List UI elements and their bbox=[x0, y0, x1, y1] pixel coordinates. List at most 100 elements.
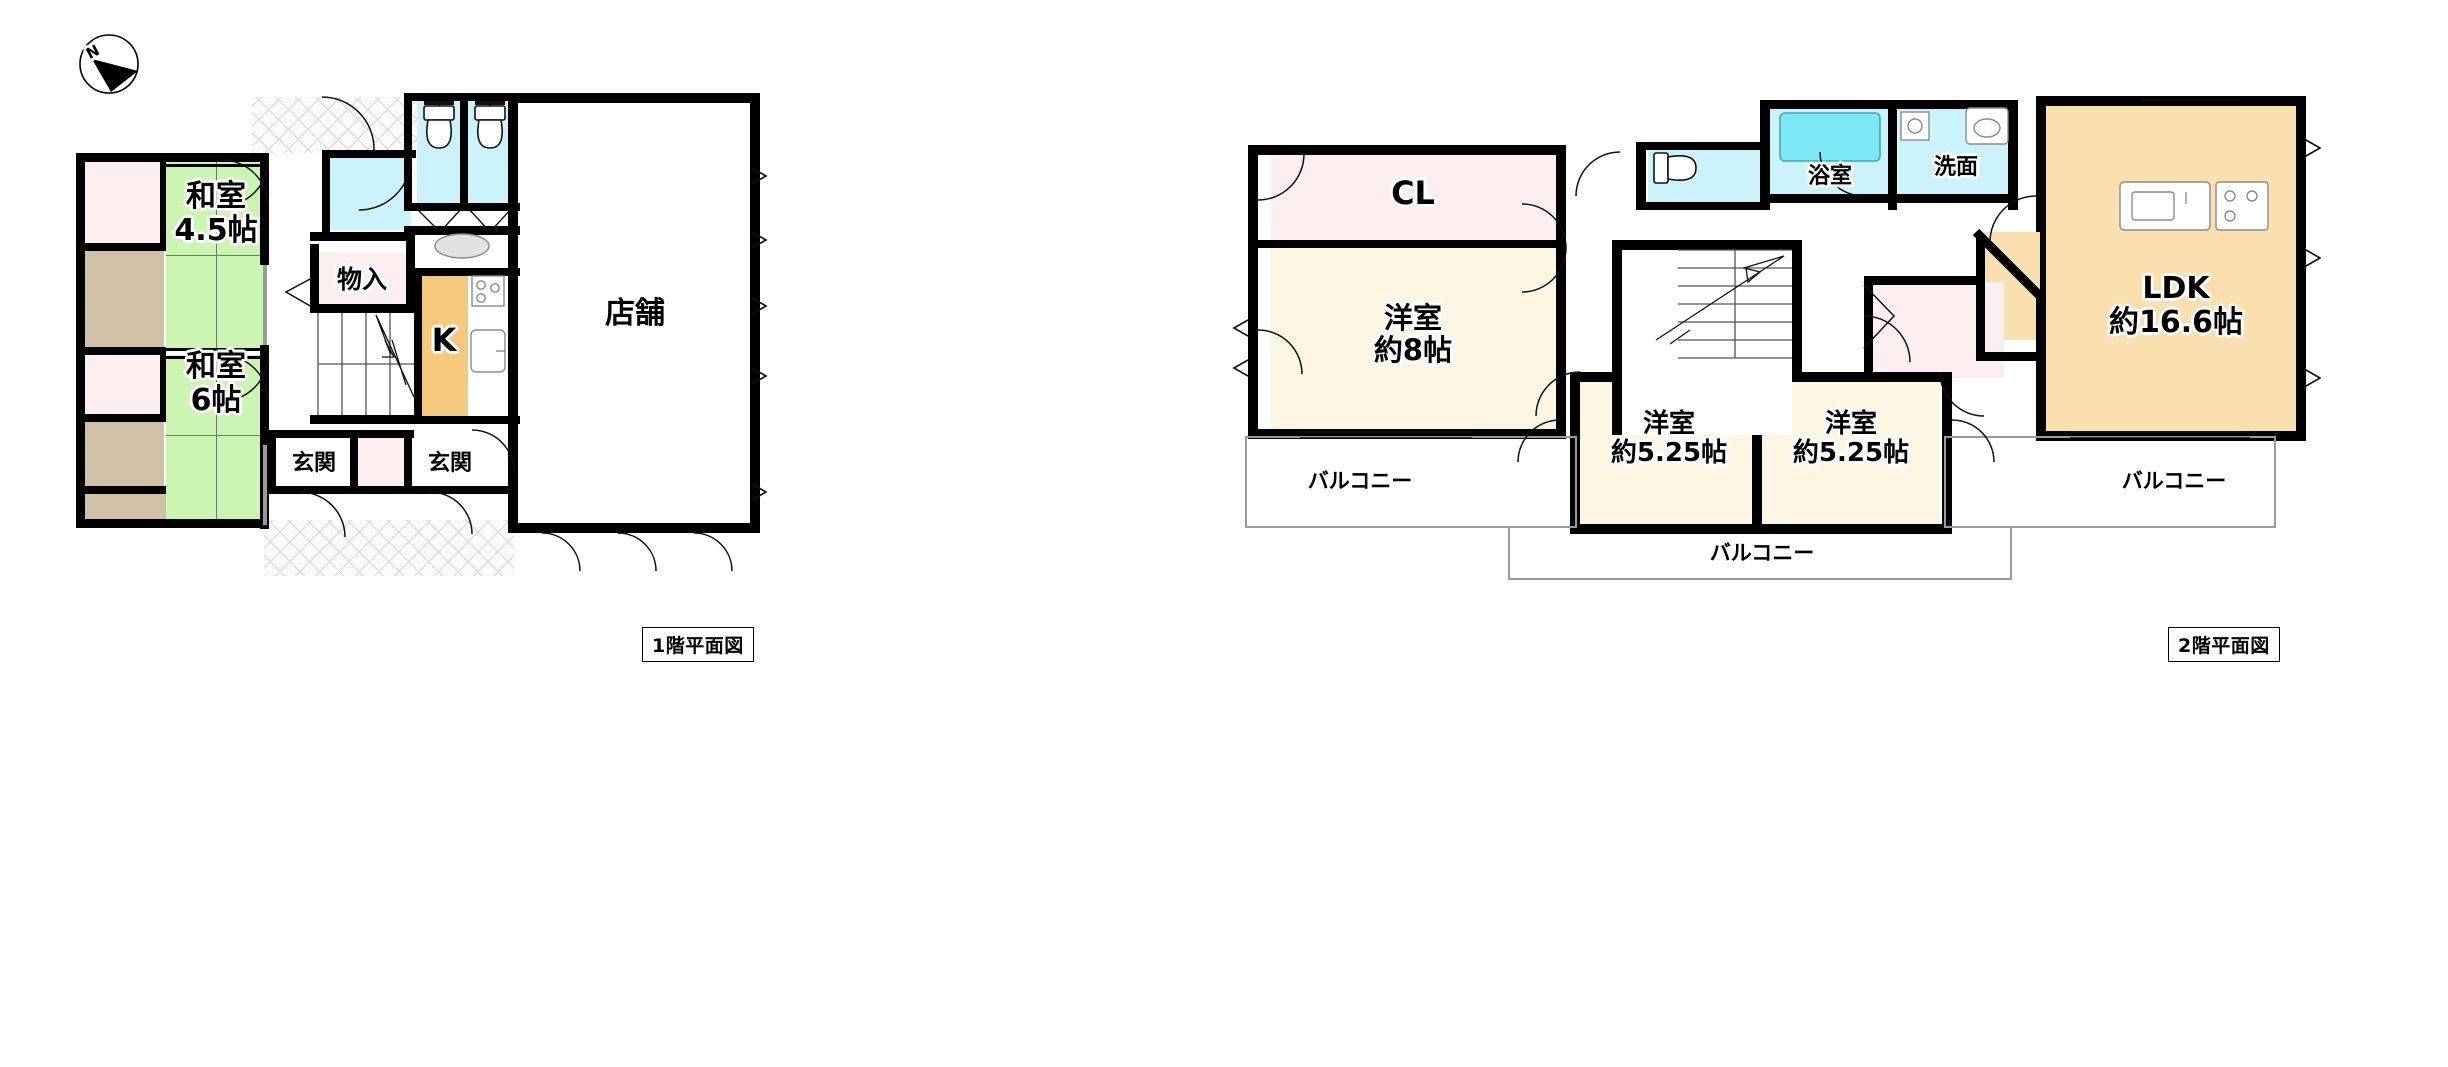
wall bbox=[1752, 372, 1762, 532]
wall bbox=[1888, 100, 1897, 210]
room-label-ldk: LDK 約16.6帖 bbox=[2108, 271, 2244, 340]
wall bbox=[1612, 287, 1676, 295]
wall bbox=[1636, 142, 1768, 150]
tatami-line bbox=[216, 255, 217, 350]
wall bbox=[1248, 145, 1258, 439]
room-monoire bbox=[318, 252, 406, 310]
tatami-line bbox=[216, 435, 217, 520]
shoji-rail bbox=[166, 153, 262, 157]
wall bbox=[1792, 240, 1802, 380]
room-label-genkan-1: 玄関 bbox=[291, 451, 336, 476]
room-label-washitsu-6: 和室 6帖 bbox=[186, 349, 246, 418]
balcony-outline bbox=[2274, 436, 2276, 528]
wall bbox=[76, 153, 85, 528]
wall bbox=[414, 268, 520, 276]
wall bbox=[404, 430, 412, 492]
wall bbox=[322, 150, 330, 234]
wall bbox=[322, 150, 416, 158]
balcony-center bbox=[1510, 528, 2010, 580]
tatami-strip-1 bbox=[84, 250, 164, 350]
wall bbox=[1258, 240, 1556, 248]
wall bbox=[310, 232, 414, 241]
wall bbox=[310, 304, 414, 313]
balcony-outline bbox=[1508, 578, 2012, 580]
wall bbox=[2036, 96, 2306, 106]
wall bbox=[460, 97, 468, 207]
floor2-plan: CL 洋室 約8帖 洋室 約5.25帖 洋室 約5.25帖 LDK 約16.6帖… bbox=[1232, 96, 2322, 662]
room-ldk bbox=[2046, 103, 2306, 433]
wall bbox=[1942, 372, 1952, 532]
wall bbox=[160, 160, 166, 245]
wall bbox=[508, 523, 760, 533]
wall bbox=[1248, 429, 1566, 439]
room-label-monoire: 物入 bbox=[336, 265, 387, 294]
toilet-area-2f bbox=[1648, 150, 1760, 202]
tatami-strip-2 bbox=[84, 420, 164, 490]
wall bbox=[414, 268, 422, 423]
genkan-pink-strip bbox=[358, 430, 406, 492]
balcony-outline bbox=[1245, 436, 1247, 528]
shoji-rail bbox=[166, 164, 262, 167]
wall bbox=[1612, 240, 1622, 435]
balcony-outline bbox=[1944, 436, 1946, 528]
wall bbox=[76, 519, 266, 528]
wall bbox=[260, 153, 269, 265]
closet-nw bbox=[84, 160, 164, 245]
tatami-line bbox=[216, 355, 217, 435]
floor1-caption: 1階平面図 bbox=[642, 627, 754, 662]
wall bbox=[508, 93, 760, 103]
closet-sw bbox=[84, 355, 164, 415]
room-label-balcony-center: バルコニー bbox=[1709, 541, 1815, 565]
wall bbox=[1612, 240, 1802, 250]
wall bbox=[2296, 96, 2306, 441]
compass-rose bbox=[78, 33, 140, 95]
wall bbox=[1760, 194, 2018, 203]
room-label-genkan-2: 玄関 bbox=[427, 451, 472, 476]
room-cl bbox=[1271, 152, 1556, 242]
room-label-yoshitsu-a: 洋室 約5.25帖 bbox=[1610, 409, 1728, 469]
wall bbox=[404, 203, 520, 211]
wall bbox=[268, 486, 518, 494]
fusuma-rail bbox=[166, 356, 262, 359]
wall bbox=[1248, 145, 1566, 155]
room-label-kitchen: K bbox=[431, 321, 457, 359]
room-label-yoshitsu-b: 洋室 約5.25帖 bbox=[1792, 409, 1910, 469]
wall bbox=[406, 232, 415, 316]
balcony-outline bbox=[1245, 526, 1577, 528]
wall bbox=[84, 347, 166, 355]
tatami-line bbox=[216, 160, 217, 255]
room-label-cl: CL bbox=[1391, 174, 1435, 212]
balcony-outline bbox=[1944, 526, 2276, 528]
wall bbox=[84, 414, 166, 422]
room-label-tenpo: 店舗 bbox=[605, 296, 665, 331]
balcony-right bbox=[1946, 438, 2276, 528]
fusuma-rail bbox=[166, 348, 262, 351]
wall bbox=[84, 243, 166, 251]
balcony-outline bbox=[2010, 526, 2012, 580]
wall bbox=[1556, 145, 1566, 439]
room-senmen bbox=[1898, 107, 2010, 197]
room-label-washitsu-4-5: 和室 4.5帖 bbox=[174, 179, 258, 248]
room-label-yokushitsu: 浴室 bbox=[1807, 164, 1852, 189]
wall bbox=[350, 430, 358, 492]
room-label-balcony-right: バルコニー bbox=[2121, 469, 2227, 493]
room-tenpo bbox=[516, 97, 754, 527]
floor2-caption: 2階平面図 bbox=[2168, 627, 2280, 662]
wall bbox=[2036, 96, 2046, 441]
wall bbox=[1976, 232, 1985, 352]
wall bbox=[508, 93, 518, 533]
balcony-outline bbox=[1508, 526, 1510, 580]
wall bbox=[1760, 100, 1770, 210]
wall bbox=[412, 486, 420, 494]
wall bbox=[268, 430, 276, 492]
room-yoshitsu-8 bbox=[1271, 248, 1556, 433]
wall bbox=[1612, 325, 1676, 333]
balcony-outline bbox=[1575, 436, 1577, 528]
wall bbox=[310, 244, 319, 310]
balcony-outline bbox=[1245, 436, 1577, 438]
sliding-door bbox=[263, 445, 267, 525]
wall bbox=[1976, 352, 2038, 361]
sliding-door bbox=[263, 265, 267, 345]
balcony-outline bbox=[1944, 436, 2276, 438]
wall bbox=[1864, 276, 1873, 382]
